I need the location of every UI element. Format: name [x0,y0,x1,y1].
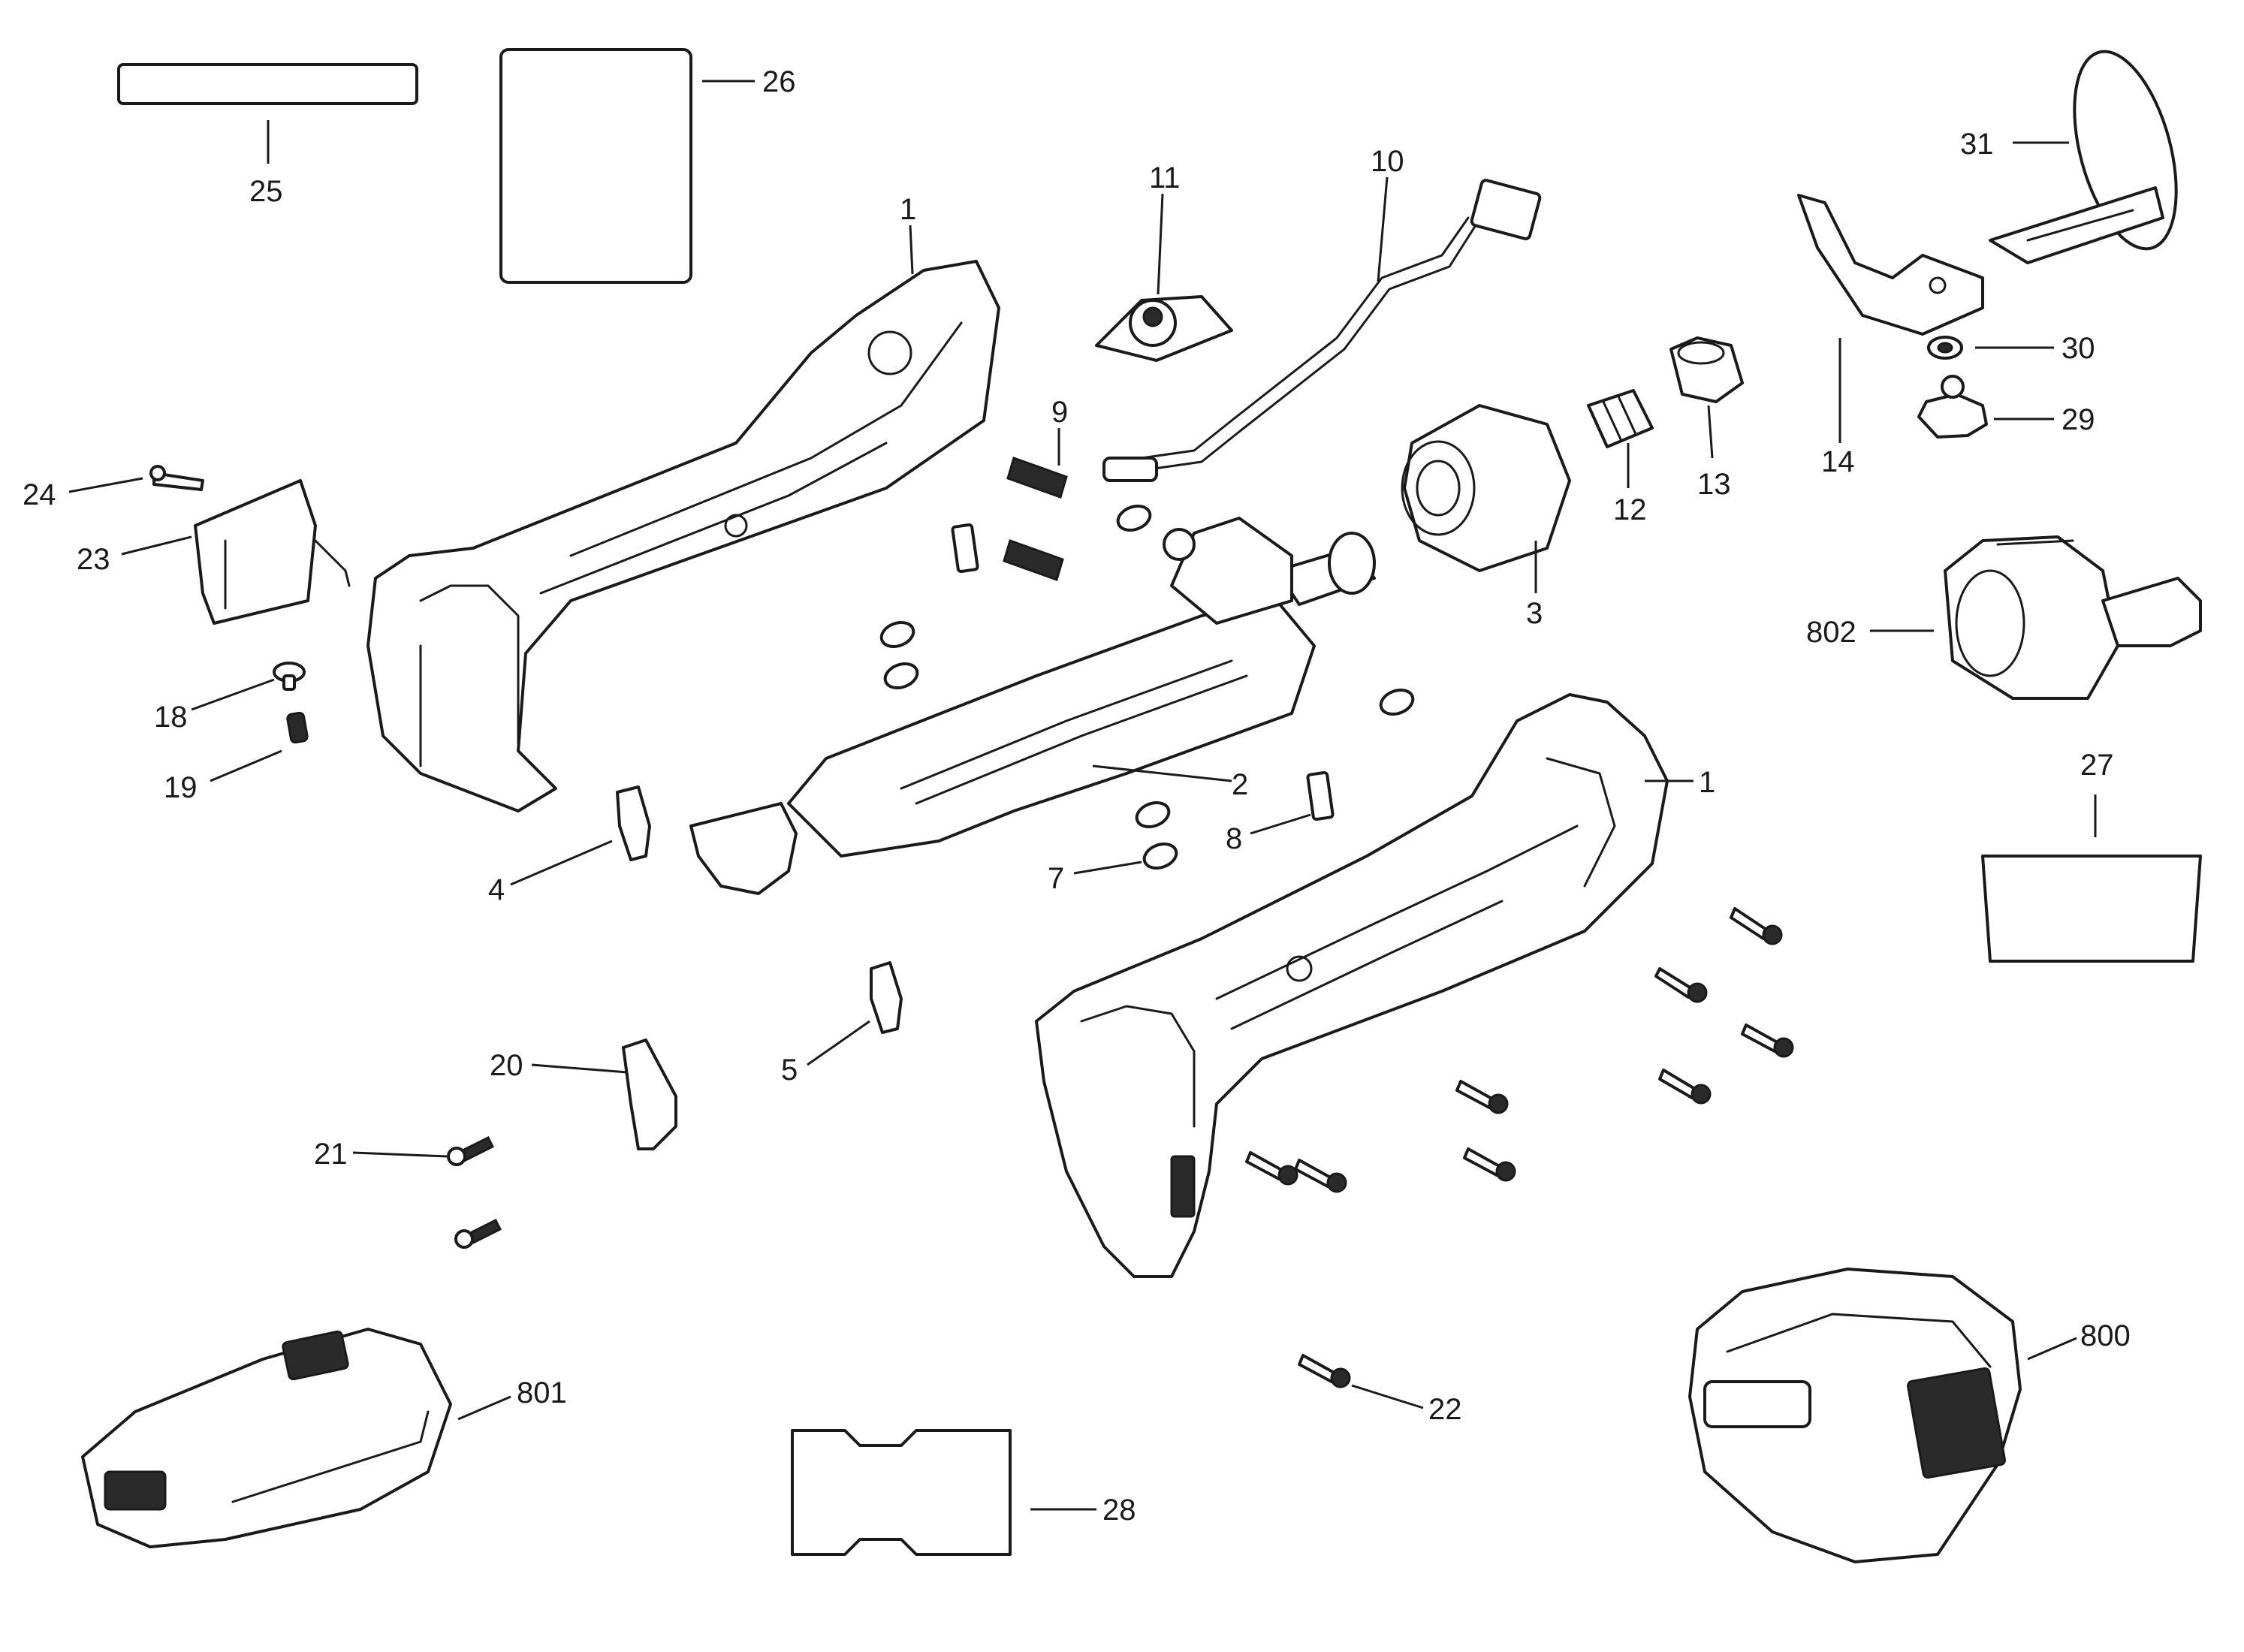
part-2-motor-assembly [689,517,1376,895]
callout-2: 2 [1232,768,1248,801]
part-26-manual [499,48,755,284]
callout-25: 25 [249,175,283,208]
part-3-gear-case [1401,404,1571,593]
callout-21: 21 [314,1138,348,1171]
callout-24: 24 [23,478,56,511]
callout-23: 23 [77,543,110,576]
part-31-guard-band [1989,50,2178,264]
callout-1-lower: 1 [1699,766,1715,799]
callout-7: 7 [1048,862,1064,895]
part-30-washer [1927,336,2054,360]
part-14-guard-bracket [1797,194,1984,443]
part-18-button [191,662,306,711]
part-28-blank-label [791,1429,1096,1556]
part-7-bushings [879,505,1415,875]
part-25-label-plate [117,63,418,164]
callout-31: 31 [1960,128,1994,161]
part-13-collet-nut [1669,336,1744,459]
part-9-brush-springs [1003,428,1068,581]
callout-28: 28 [1102,1494,1136,1527]
part-801-battery-pack [81,1328,511,1548]
housing-screws [1245,907,1794,1193]
part-802-dust-shroud [1870,535,2202,700]
callout-19: 19 [164,771,198,804]
part-24-screw [68,465,204,493]
part-5-latch [807,961,903,1066]
part-1-left-housing-half [366,225,1000,812]
callout-30: 30 [2062,332,2095,365]
part-4-switch [510,785,651,886]
part-1-right-housing-half [1035,693,1694,1278]
part-29-knob [1917,375,2054,439]
part-22-screw [1298,1354,1424,1409]
callout-1-upper: 1 [900,193,916,226]
callout-14: 14 [1821,445,1855,478]
callout-801: 801 [517,1376,567,1409]
callout-800: 800 [2080,1319,2131,1352]
callout-9: 9 [1051,396,1068,429]
callout-13: 13 [1697,468,1731,501]
part-19-spring [210,711,309,782]
part-27-pouch [1981,794,2202,963]
part-20-battery-latch [531,1039,677,1150]
callout-10: 10 [1371,145,1404,178]
callout-18: 18 [154,701,188,734]
callout-27: 27 [2080,749,2114,782]
callout-29: 29 [2062,403,2095,436]
part-800-battery-pack [1688,1268,2077,1563]
callout-20: 20 [490,1049,523,1082]
callout-8: 8 [1226,822,1242,855]
part-8-brush [1250,771,1335,835]
part-12-collet [1587,389,1654,488]
callout-5: 5 [781,1054,798,1087]
callout-802: 802 [1806,616,1856,649]
callout-labels: 25 26 1 11 10 31 30 29 14 13 12 9 24 23 … [23,65,2131,1527]
part-21-screws [352,1135,502,1249]
part-11-bearing-plate [1095,193,1233,362]
callout-26: 26 [762,65,796,98]
callout-22: 22 [1428,1393,1462,1426]
callout-11: 11 [1149,161,1181,194]
callout-4: 4 [488,873,505,906]
callout-12: 12 [1613,493,1647,526]
part-10-wire-harness [1102,176,1542,482]
callout-3: 3 [1526,597,1543,630]
part-23-belt-clip [121,479,351,625]
